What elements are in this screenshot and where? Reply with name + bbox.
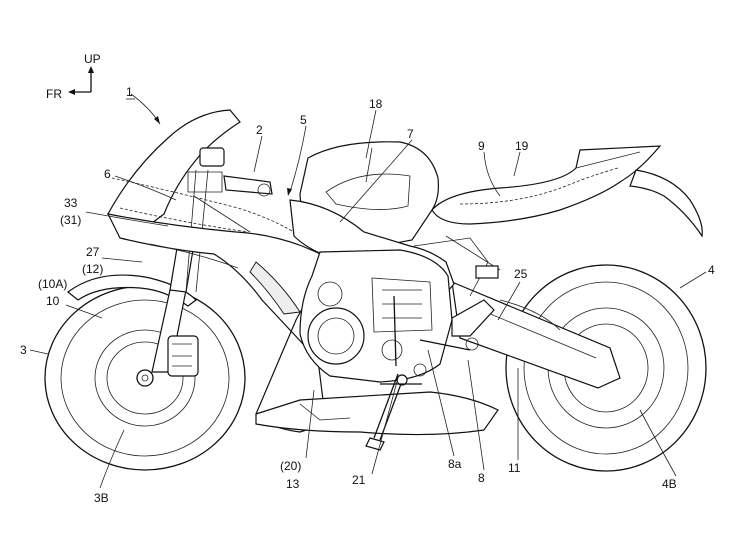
label-12: (12) (82, 262, 103, 276)
label-8: 8 (478, 471, 485, 485)
up-label: UP (84, 52, 101, 66)
label-9: 9 (478, 139, 485, 153)
swing-arm (451, 281, 621, 389)
front-fender (67, 274, 197, 307)
label-20: (20) (280, 459, 301, 473)
rear-step (419, 299, 495, 351)
label-3B: 3B (94, 491, 109, 505)
label-10: 10 (46, 294, 60, 308)
handlebar (187, 147, 273, 197)
label-10A: (10A) (38, 277, 67, 291)
label-5: 5 (300, 113, 307, 127)
leader-lines (29, 93, 707, 489)
label-27: 27 (86, 245, 100, 259)
label-25: 25 (514, 267, 528, 281)
label-31: (31) (60, 213, 81, 227)
label-3: 3 (20, 343, 27, 357)
tail-cowl (629, 169, 703, 238)
label-11: 11 (508, 461, 521, 475)
label-18: 18 (369, 97, 383, 111)
label-7: 7 (407, 127, 414, 141)
label-33: 33 (64, 196, 78, 210)
under-cowl (255, 391, 499, 436)
rear-seat-tail (431, 145, 703, 238)
label-8a: 8a (448, 457, 462, 471)
label-6: 6 (104, 167, 111, 181)
master-cylinder (199, 147, 225, 167)
engine (299, 249, 453, 383)
label-4: 4 (708, 263, 715, 277)
reference-labels: 1 2 5 18 7 9 19 6 33 (31) 27 (12) (10A) … (20, 85, 715, 505)
up-arrow-head (88, 66, 94, 73)
front-label: FR (46, 87, 62, 101)
label-21: 21 (352, 473, 366, 487)
label-13: 13 (286, 477, 300, 491)
label-2: 2 (256, 123, 263, 137)
front-arrow-head (68, 89, 75, 95)
label-4B: 4B (662, 477, 677, 491)
label-1: 1 (126, 85, 133, 99)
alternator-cover (307, 307, 365, 365)
orientation-indicator: UP FR (46, 52, 101, 101)
frame-bracket (475, 265, 499, 279)
front-fairing (106, 109, 331, 433)
front-wheel (44, 285, 246, 471)
label-19: 19 (515, 139, 529, 153)
